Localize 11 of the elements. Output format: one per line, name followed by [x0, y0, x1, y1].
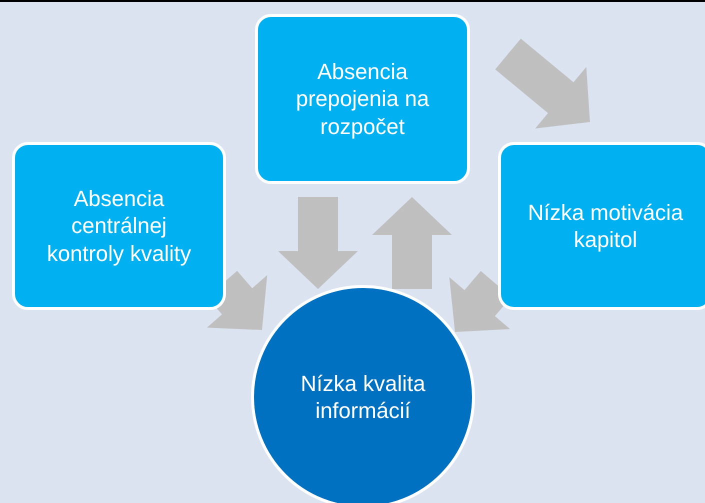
block-arrow: [278, 197, 358, 289]
block-arrow: [372, 197, 452, 289]
block-arrow: [449, 271, 512, 332]
process-box: [255, 14, 470, 184]
node-text: Nízka kvalita informácií: [300, 370, 426, 424]
block-arrow: [495, 38, 590, 128]
process-box: [498, 142, 705, 310]
node-text: Absencia prepojenia na rozpočet: [294, 58, 430, 140]
node-text: Nízka motivácia kapitol: [526, 198, 684, 254]
node-text: Absencia centrálnej kontroly kvality: [46, 184, 192, 268]
process-box: [12, 142, 226, 310]
